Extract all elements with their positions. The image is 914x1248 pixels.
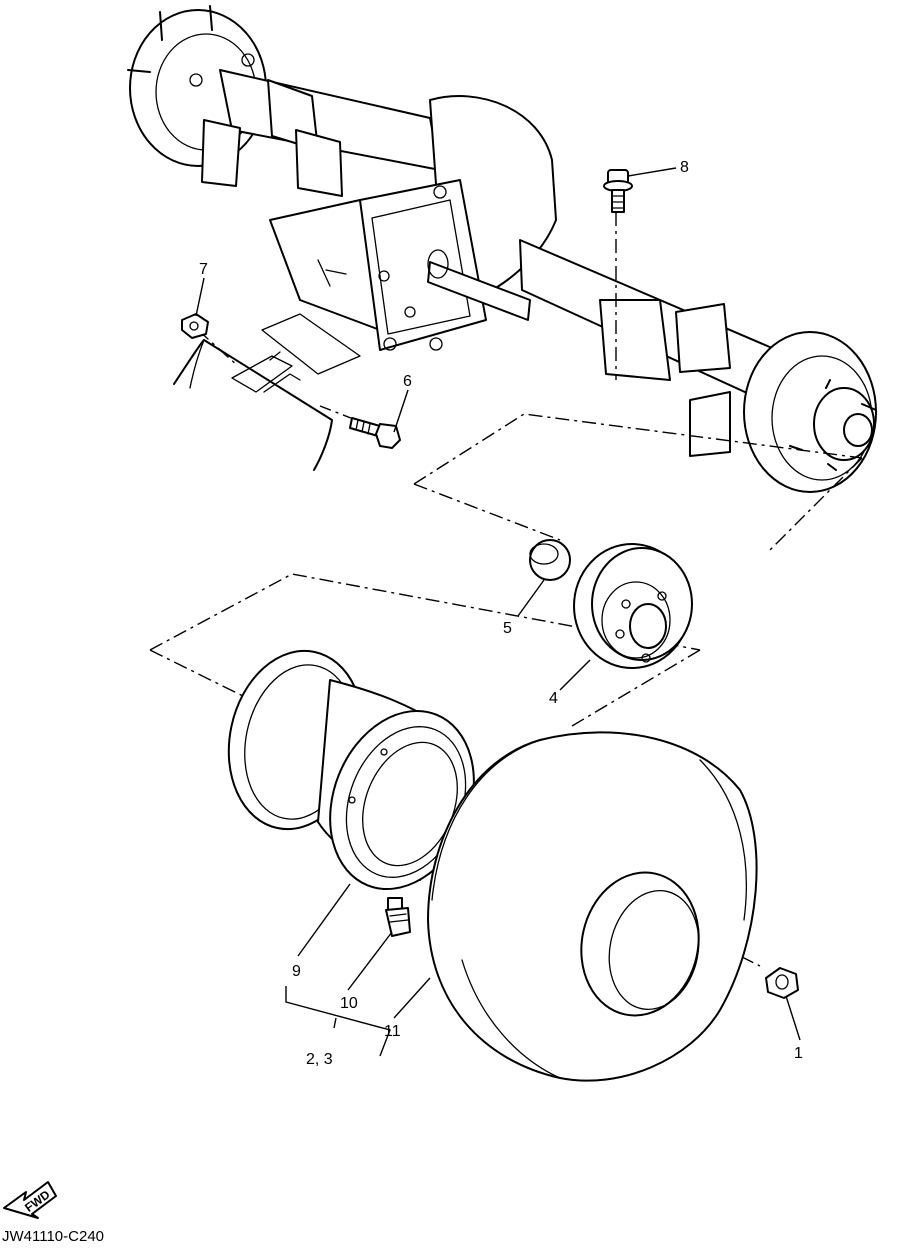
callout-11: 11	[384, 1023, 401, 1040]
callout-4: 4	[549, 690, 558, 707]
part-7-nut	[181, 313, 209, 339]
figure-code: JW41110-C240	[2, 1228, 104, 1245]
callout-10: 10	[340, 995, 358, 1012]
part-9-wheel-rim	[227, 649, 475, 891]
part-10-valve	[385, 897, 411, 937]
hardware	[181, 169, 799, 999]
part-4-brake-drum	[573, 543, 693, 669]
callout-8: 8	[680, 159, 689, 176]
callout-6: 6	[403, 373, 412, 390]
part-5-hub-cap	[529, 539, 571, 581]
callout-1: 1	[794, 1045, 803, 1062]
rear-axle-assembly	[127, 5, 877, 493]
callout-labels: 8 7 6 5 4 9 10 11 2, 3 1	[199, 159, 803, 1068]
part-8-flange-bolt	[603, 169, 633, 213]
callout-9: 9	[292, 963, 301, 980]
frame-section	[173, 313, 361, 471]
part-1-wheel-nut	[765, 967, 799, 999]
part-11-tire	[427, 731, 758, 1082]
callout-7: 7	[199, 261, 208, 278]
leader-lines	[195, 167, 801, 1057]
part-6-bolt	[349, 417, 401, 449]
fwd-arrow-icon: FWD	[3, 1181, 57, 1219]
callout-5: 5	[503, 620, 512, 637]
callout-2-3: 2, 3	[306, 1051, 333, 1068]
